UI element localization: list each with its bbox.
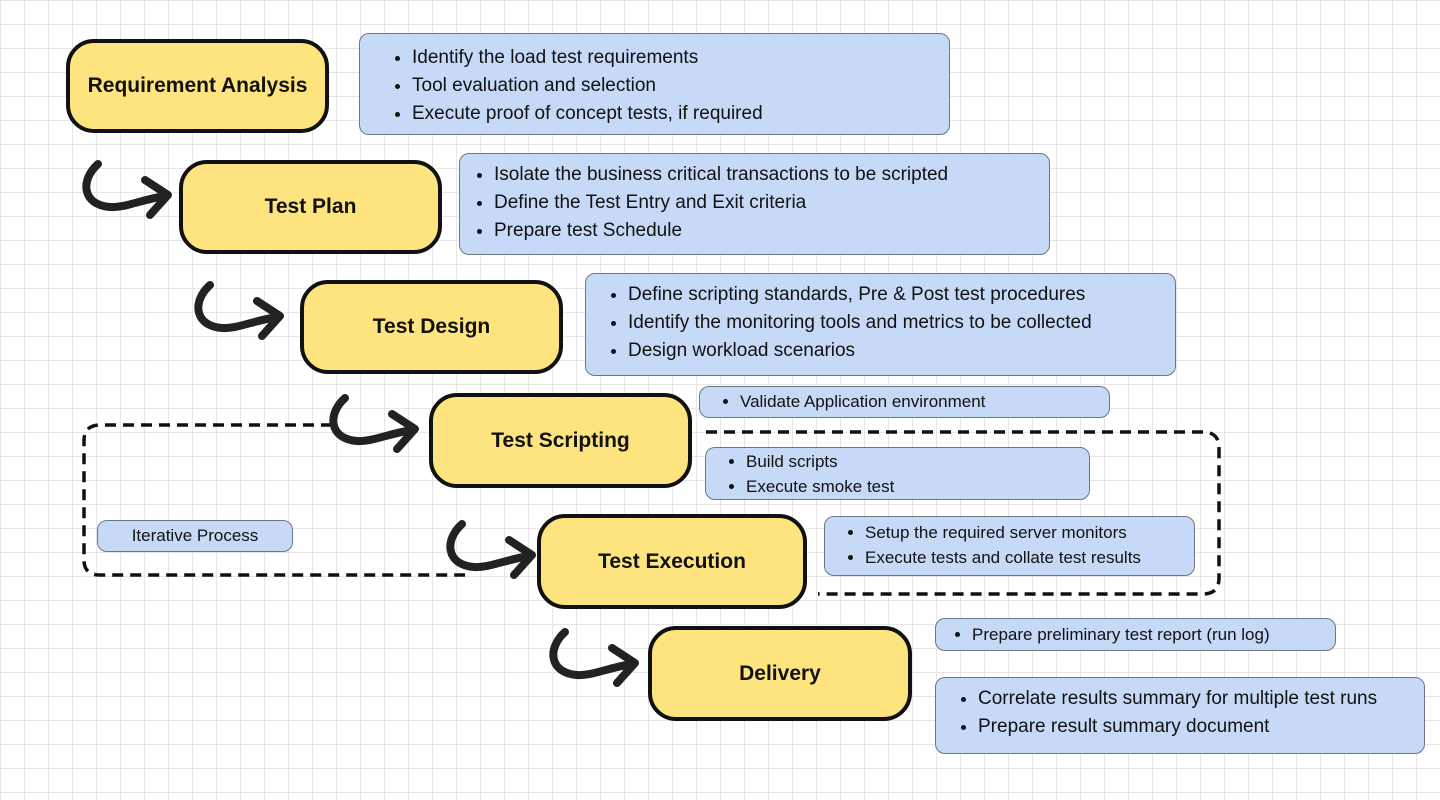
note-item: Build scripts: [746, 449, 1089, 474]
stage-test-design: Test Design: [300, 280, 563, 374]
arrow-icon: [194, 281, 284, 340]
stage-label: Delivery: [739, 661, 821, 685]
note-item: Design workload scenarios: [628, 337, 1175, 365]
note-item: Correlate results summary for multiple t…: [978, 685, 1424, 713]
note-item: Execute proof of concept tests, if requi…: [412, 100, 949, 128]
stage-test-plan: Test Plan: [179, 160, 442, 254]
note-item: Validate Application environment: [740, 389, 1109, 414]
iterative-process-label: Iterative Process: [97, 520, 293, 552]
note-item: Prepare result summary document: [978, 713, 1424, 741]
stage-label: Test Plan: [264, 195, 357, 218]
note-item: Define scripting standards, Pre & Post t…: [628, 281, 1175, 309]
iterative-loop-left: [82, 423, 465, 577]
note-item: Define the Test Entry and Exit criteria: [494, 189, 1049, 217]
arrow-icon: [446, 520, 536, 579]
note-item: Tool evaluation and selection: [412, 72, 949, 100]
stage-label: Test Scripting: [491, 428, 630, 452]
arrow-icon: [549, 628, 639, 687]
note-delivery-summary: Correlate results summary for multiple t…: [935, 677, 1425, 754]
note-item: Identify the monitoring tools and metric…: [628, 309, 1175, 337]
iterative-label: Iterative Process: [131, 526, 259, 545]
note-test-design: Define scripting standards, Pre & Post t…: [585, 273, 1176, 376]
note-test-plan: Isolate the business critical transactio…: [459, 153, 1050, 255]
note-delivery-log: Prepare preliminary test report (run log…: [935, 618, 1336, 651]
note-test-scripting-env: Validate Application environment: [699, 386, 1110, 418]
note-test-execution: Setup the required server monitors Execu…: [824, 516, 1195, 576]
iterative-loop-right: [706, 430, 1221, 596]
note-requirement-analysis: Identify the load test requirements Tool…: [359, 33, 950, 135]
stage-label: Test Design: [372, 315, 491, 338]
note-item: Prepare test Schedule: [494, 217, 1049, 245]
stage-delivery: Delivery: [648, 626, 912, 721]
stage-test-scripting: Test Scripting: [429, 393, 692, 488]
stage-label: Test Execution: [598, 549, 746, 573]
arrow-icon: [329, 394, 419, 453]
stage-test-execution: Test Execution: [537, 514, 807, 609]
note-item: Setup the required server monitors: [865, 520, 1194, 545]
note-item: Isolate the business critical transactio…: [494, 161, 1049, 189]
arrow-icon: [82, 160, 172, 219]
stage-label: Requirement Analysis: [87, 74, 308, 97]
note-item: Execute smoke test: [746, 474, 1089, 499]
note-item: Execute tests and collate test results: [865, 545, 1194, 570]
note-item: Identify the load test requirements: [412, 44, 949, 72]
stage-requirement-analysis: Requirement Analysis: [66, 39, 329, 133]
note-item: Prepare preliminary test report (run log…: [972, 622, 1335, 647]
note-test-scripting: Build scripts Execute smoke test: [705, 447, 1090, 500]
